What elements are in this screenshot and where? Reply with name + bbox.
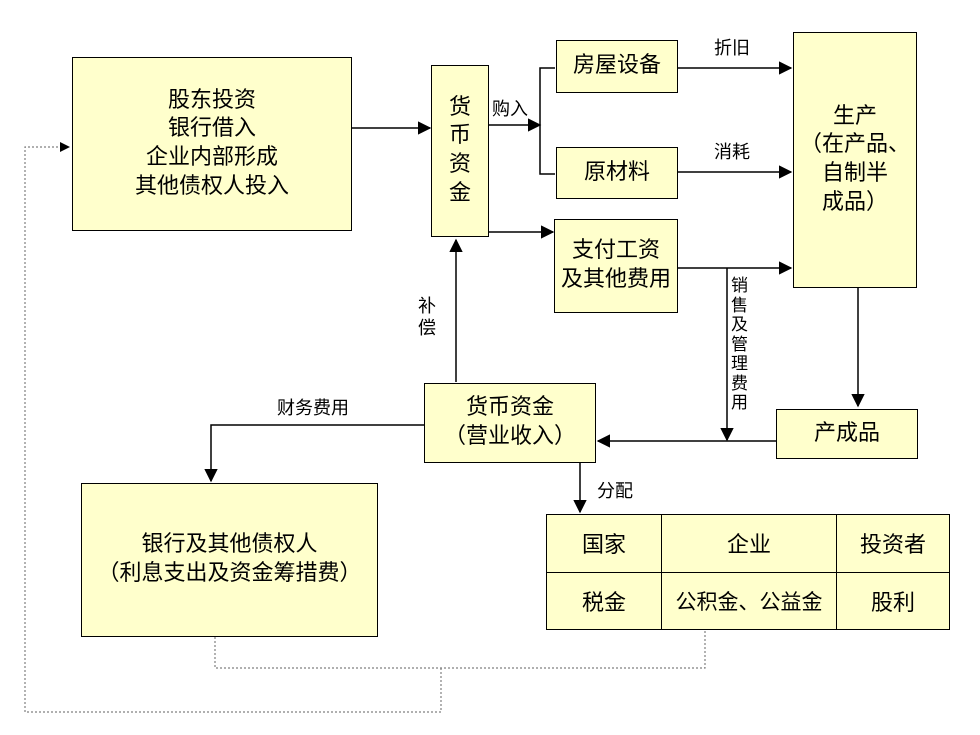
capital-source-1: 股东投资 <box>167 87 256 113</box>
funds-char-3: 资 <box>448 152 471 177</box>
distribution-dividends: 股利 <box>836 571 950 630</box>
raw-materials-label: 原材料 <box>583 159 650 185</box>
creditors-line-1: 银行及其他债权人 <box>141 532 318 558</box>
distribution-label: 分配 <box>597 481 633 502</box>
distribution-header-row: 国家 企业 投资者 <box>546 514 950 573</box>
distribution-state: 国家 <box>546 514 662 573</box>
monetary-funds-box: 货 币 资 金 <box>431 65 489 237</box>
distribution-enterprise: 企业 <box>661 514 837 573</box>
buildings-equipment-label: 房屋设备 <box>572 53 661 79</box>
compensation-label: 补 偿 <box>418 296 436 339</box>
funds-char-4: 金 <box>448 180 471 206</box>
arrow-revenue-to-creditors <box>204 424 424 483</box>
production-box: 生产 （在产品、 自制半 成品） <box>793 32 917 288</box>
capital-source-4: 其他债权人投入 <box>134 173 289 199</box>
revenue-line-2: （营业收入） <box>443 424 576 449</box>
revenue-funds-box: 货币资金 （营业收入） <box>424 383 596 463</box>
finished-goods-label: 产成品 <box>813 420 880 446</box>
distribution-tax: 税金 <box>546 571 662 630</box>
funds-char-2: 币 <box>448 123 471 149</box>
line-split-vertical <box>539 67 555 175</box>
distribution-investor: 投资者 <box>836 514 950 573</box>
production-line-1: 生产 <box>832 103 877 129</box>
consumption-label: 消耗 <box>714 142 750 163</box>
capital-source-3: 企业内部形成 <box>145 145 278 170</box>
finished-goods-box: 产成品 <box>776 409 918 459</box>
raw-materials-box: 原材料 <box>556 147 678 199</box>
distribution-reserves: 公积金、公益金 <box>661 571 837 630</box>
funds-char-1: 货 <box>448 94 471 120</box>
wages-line-1: 支付工资 <box>571 238 660 264</box>
dotted-loop-inner <box>214 630 706 669</box>
creditors-line-2: （利息支出及资金筹措费） <box>97 561 362 586</box>
production-line-3: 自制半 <box>821 161 888 186</box>
production-line-2: （在产品、 <box>799 132 910 158</box>
depreciation-label: 折旧 <box>714 38 750 59</box>
capital-source-2: 银行借入 <box>167 116 256 142</box>
capital-sources-box: 股东投资 银行借入 企业内部形成 其他债权人投入 <box>72 57 352 231</box>
buildings-equipment-box: 房屋设备 <box>556 40 678 93</box>
distribution-value-row: 税金 公积金、公益金 股利 <box>546 571 950 630</box>
purchase-label: 购入 <box>492 99 528 120</box>
dotted-loop-outer <box>24 146 442 713</box>
financial-expenses-label: 财务费用 <box>277 398 349 419</box>
distribution-table: 国家 企业 投资者 税金 公积金、公益金 股利 <box>546 514 950 630</box>
production-line-4: 成品） <box>821 189 888 215</box>
creditors-box: 银行及其他债权人 （利息支出及资金筹措费） <box>81 483 378 637</box>
selling-admin-label: 销 售 及 管 理 费 用 <box>731 276 748 414</box>
wages-expenses-box: 支付工资 及其他费用 <box>554 219 678 313</box>
revenue-line-1: 货币资金 <box>465 395 554 421</box>
dotted-loop-arrowhead <box>60 142 70 152</box>
wages-line-2: 及其他费用 <box>560 267 671 292</box>
